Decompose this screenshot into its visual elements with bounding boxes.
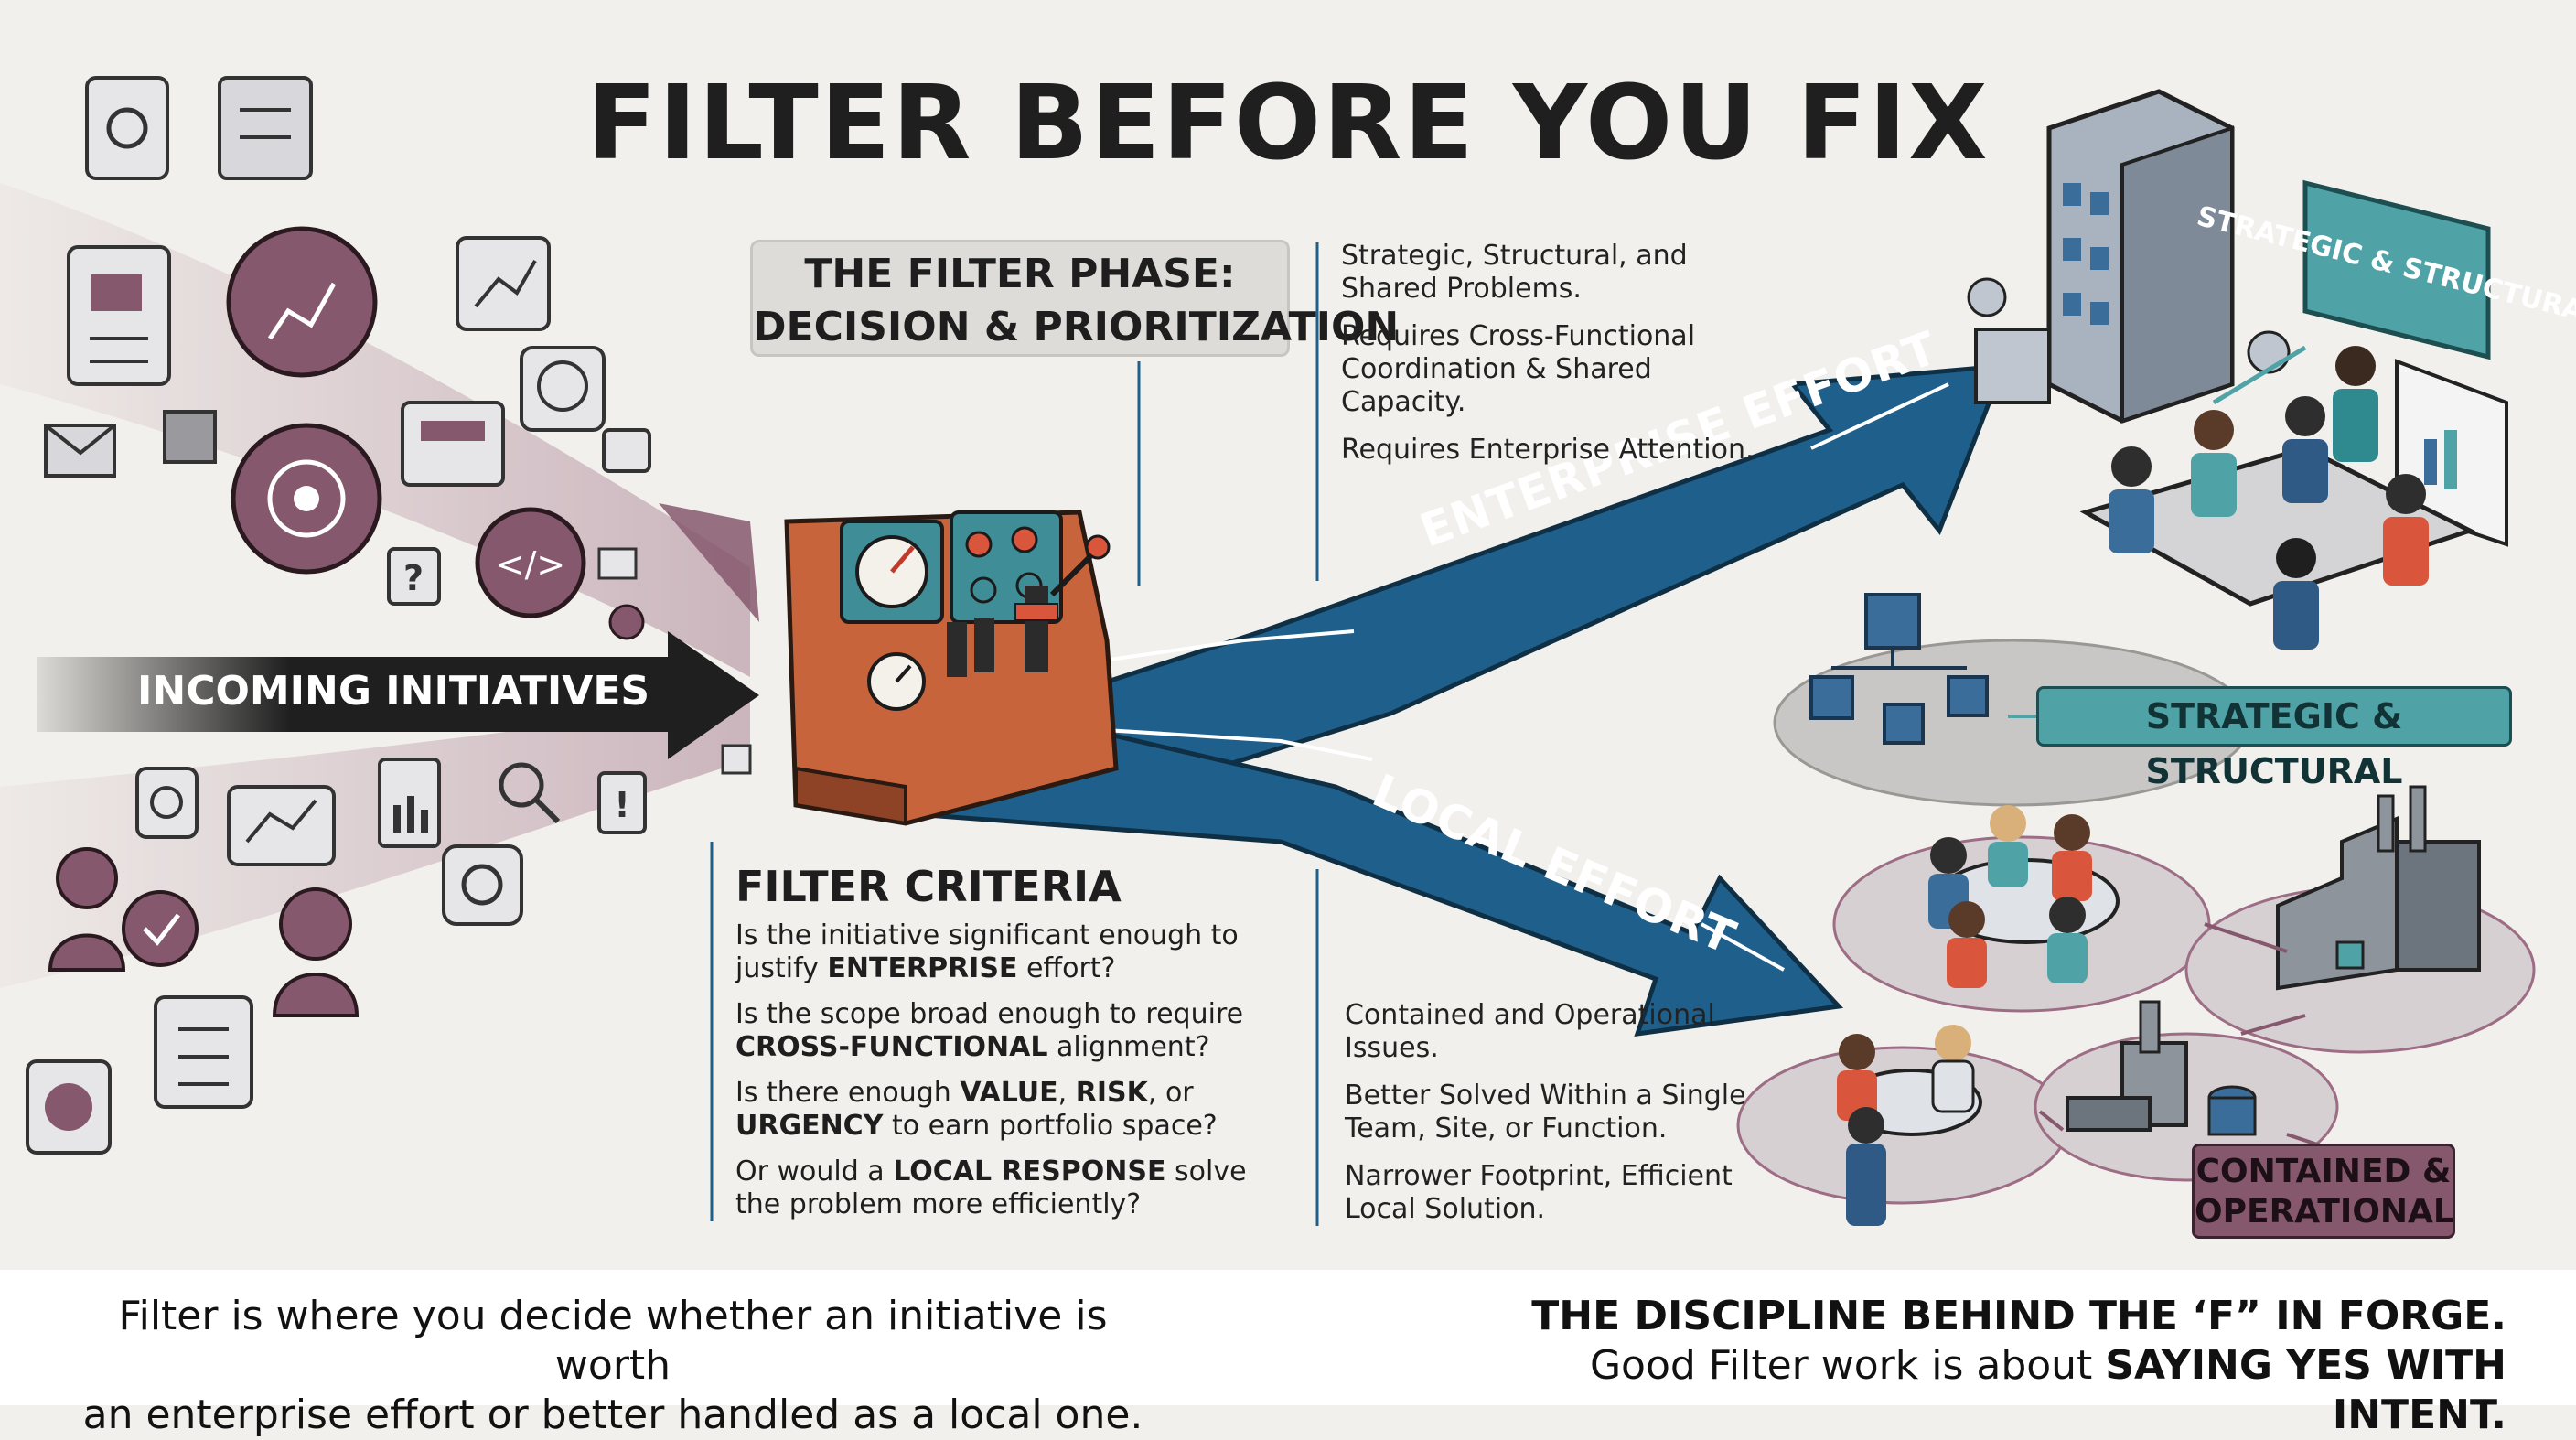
enterprise-note: Requires Enterprise Attention. — [1341, 434, 1755, 466]
target-icon — [231, 423, 382, 575]
local-note: Narrower Footprint, Efficient Local Solu… — [1345, 1160, 1733, 1225]
svg-text:!: ! — [614, 785, 629, 825]
footer-right-line1: THE DISCIPLINE BEHIND THE ‘F” IN FORGE. — [1531, 1293, 2506, 1339]
mail-small-icon — [597, 547, 638, 580]
contained-badge-line2: OPERATIONAL — [2195, 1193, 2454, 1230]
stream-arrow-icon — [659, 503, 759, 622]
local-team-meeting-2 — [1736, 1025, 2069, 1226]
footer-tagline: THE DISCIPLINE BEHIND THE ‘F” IN FORGE. … — [1427, 1292, 2506, 1440]
refresh-icon — [135, 767, 199, 839]
question-icon: ? — [387, 547, 441, 606]
server-icon — [218, 76, 313, 180]
checklist-icon — [154, 995, 253, 1109]
footer-right-line2: Good Filter work is about SAYING YES WIT… — [1589, 1342, 2506, 1438]
user-icon — [48, 847, 126, 972]
trend-chart-icon — [456, 236, 551, 331]
sign-connector — [2212, 345, 2307, 405]
local-note: Better Solved Within a Single Team, Site… — [1345, 1080, 1746, 1144]
enterprise-note: Strategic, Structural, and Shared Proble… — [1341, 240, 1688, 305]
contained-badge-line1: CONTAINED & — [2195, 1153, 2452, 1190]
building-icon — [1967, 89, 2291, 424]
svg-text:?: ? — [403, 558, 424, 598]
criteria-question-4: Or would a LOCAL RESPONSE solve the prob… — [735, 1155, 1247, 1220]
criteria-question-3: Is there enough VALUE, RISK, or URGENCY … — [735, 1077, 1218, 1142]
warning-icon: ! — [597, 771, 647, 834]
filter-machine — [784, 510, 1119, 826]
search-icon — [499, 762, 561, 824]
enterprise-flow-line-2 — [1810, 382, 1949, 450]
contained-operational-badge: CONTAINED & OPERATIONAL — [2192, 1144, 2455, 1239]
criteria-question-1: Is the initiative significant enough to … — [735, 919, 1239, 984]
footer-left-line2: an enterprise effort or better handled a… — [82, 1392, 1143, 1438]
incoming-arrow — [37, 631, 759, 759]
enterprise-note: Requires Cross-Functional Coordination &… — [1341, 320, 1696, 418]
presentation-icon — [401, 401, 505, 487]
report-icon — [378, 758, 441, 848]
cube-network — [1773, 593, 2252, 807]
local-note: Contained and Operational Issues. — [1345, 999, 1715, 1064]
filter-criteria-list: Is the initiative significant enough to … — [735, 919, 1284, 1234]
document-icon — [67, 245, 171, 386]
chart-icon — [226, 226, 378, 378]
enterprise-arrow — [888, 363, 2007, 808]
chat-icon — [602, 428, 651, 473]
strategic-sign — [2302, 179, 2491, 360]
cube-icon — [163, 410, 217, 464]
person-icon — [272, 887, 360, 1017]
strategic-structural-badge: STRATEGIC & STRUCTURAL — [2036, 686, 2512, 791]
line-chart-icon — [227, 785, 336, 866]
cog-small-icon — [608, 604, 645, 640]
filter-phase-line1: THE FILTER PHASE: — [804, 251, 1236, 297]
filter-criteria-heading: FILTER CRITERIA — [735, 862, 1122, 911]
local-team-meeting-1 — [1832, 805, 2211, 1013]
infographic-art: ? </> ! STRATEGIC & STRUCTURAL — [0, 76, 2576, 1226]
settings-icon — [442, 844, 523, 926]
enterprise-notes: Strategic, Structural, and Shared Proble… — [1341, 240, 1780, 481]
filter-phase-box: THE FILTER PHASE: DECISION & PRIORITIZAT… — [750, 240, 1400, 357]
analytics-icon — [26, 1059, 112, 1155]
filter-phase-line2: DECISION & PRIORITIZATION — [753, 304, 1400, 350]
footer-left-line1: Filter is where you decide whether an in… — [118, 1293, 1108, 1389]
square-small-icon — [721, 744, 752, 775]
globe-icon — [520, 346, 606, 432]
criteria-question-2: Is the scope broad enough to require CRO… — [735, 998, 1244, 1063]
local-arrow — [893, 729, 1844, 1037]
code-icon: </> — [475, 507, 586, 618]
page-title: FILTER BEFORE YOU FIX — [586, 64, 1990, 183]
gear-icon — [85, 76, 169, 180]
envelope-icon — [44, 424, 116, 478]
svg-text:</>: </> — [496, 544, 565, 585]
factory-icon — [2184, 785, 2536, 1054]
enterprise-meeting — [2079, 346, 2476, 650]
approve-icon — [122, 890, 199, 967]
footer-band — [0, 1270, 2576, 1405]
incoming-initiatives-label: INCOMING INITIATIVES — [137, 668, 650, 715]
local-flow-line-2 — [1701, 922, 1785, 972]
footer-summary: Filter is where you decide whether an in… — [82, 1292, 1143, 1440]
local-notes: Contained and Operational Issues. Better… — [1345, 999, 1747, 1241]
